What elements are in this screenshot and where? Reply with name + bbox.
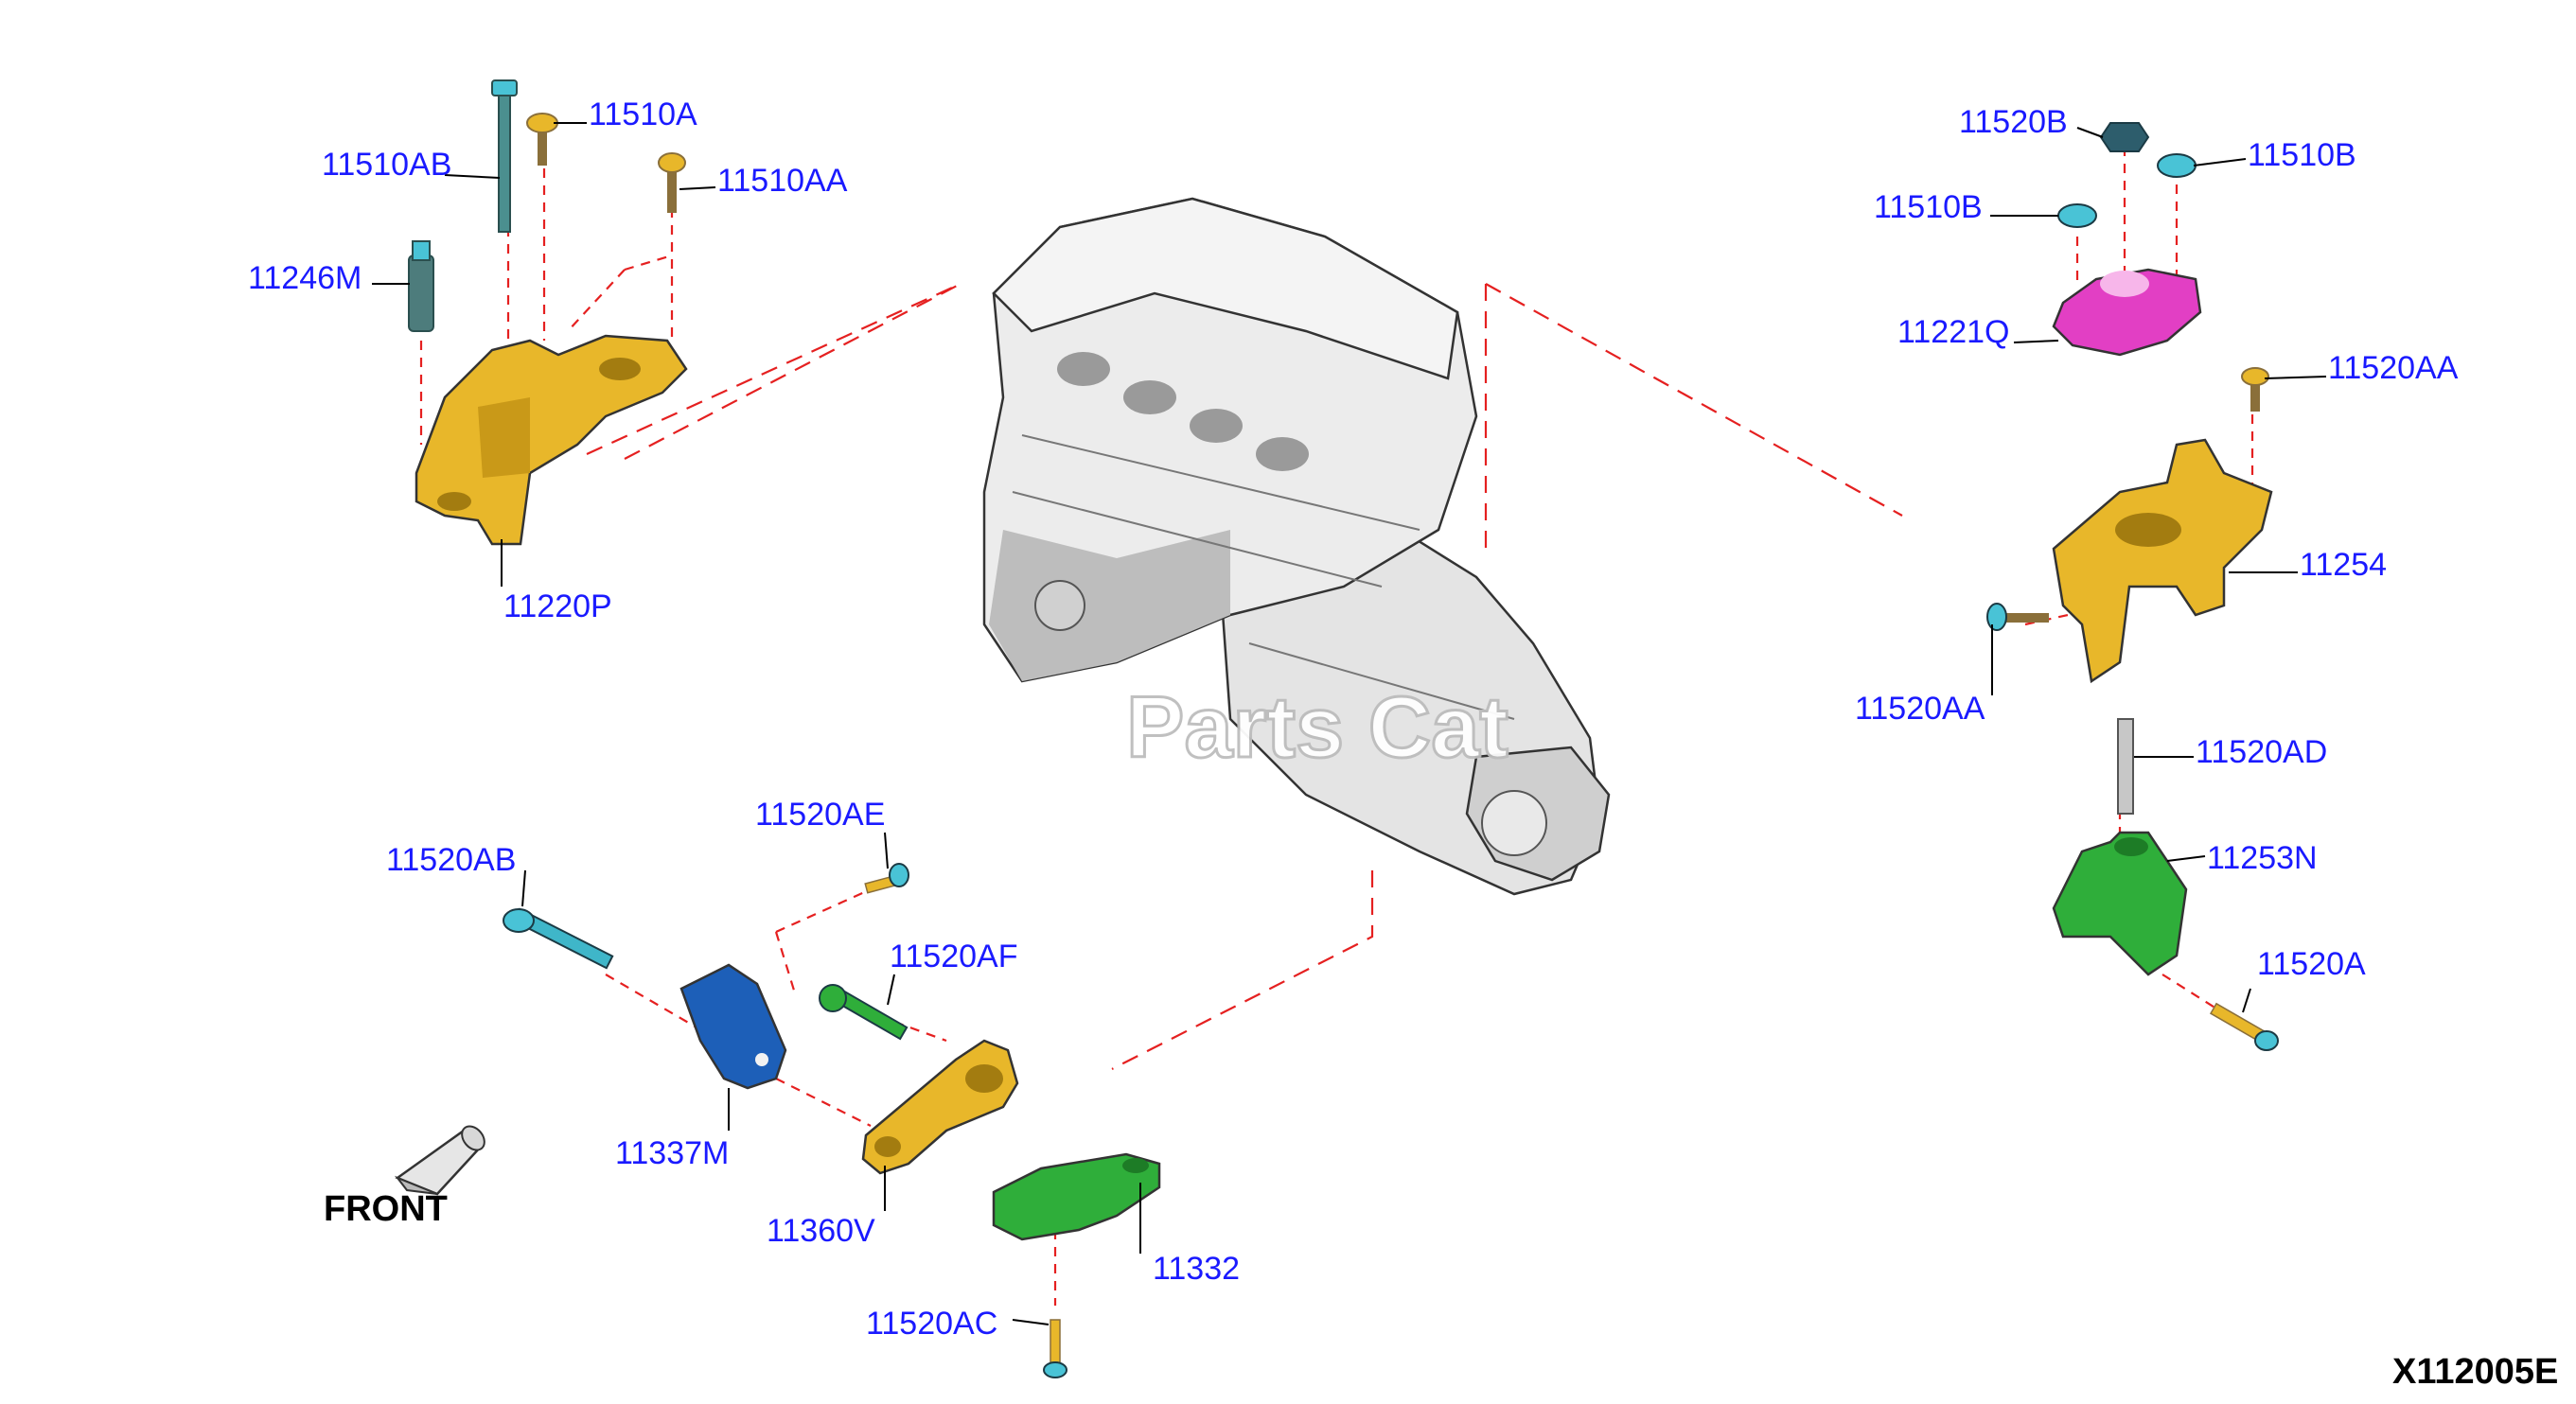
callout-11520A: 11520A <box>2257 946 2366 982</box>
front-arrow-icon <box>394 1125 485 1196</box>
figure-code: X112005E <box>2392 1352 2558 1392</box>
lower-left-mount-group <box>503 863 1161 1378</box>
callout-11253N: 11253N <box>2207 840 2318 876</box>
plate-11332-shape <box>992 1152 1161 1241</box>
bracket-11337M-shape <box>679 963 787 1090</box>
leader-lines <box>372 122 2327 1325</box>
callout-11520AB: 11520AB <box>386 842 516 878</box>
callout-11360V: 11360V <box>767 1213 875 1249</box>
callout-11510AB: 11510AB <box>322 147 451 183</box>
bracket-11254-shape <box>2052 438 2273 684</box>
callout-11254: 11254 <box>2300 547 2387 583</box>
callout-labels: 11510AB 11510A 11510AA 11246M 11220P 115… <box>248 97 2459 1342</box>
watermark: Parts Cat <box>1126 679 1509 776</box>
callout-11332: 11332 <box>1153 1251 1240 1287</box>
engine-assembly <box>982 197 1611 896</box>
right-upper-mount-group <box>1986 122 2279 1051</box>
callout-11510A: 11510A <box>589 97 697 132</box>
callout-11337M: 11337M <box>615 1135 729 1171</box>
front-label: FRONT <box>324 1189 448 1229</box>
mount-bracket-11253N-shape <box>2052 831 2188 976</box>
callout-11520AA-top: 11520AA <box>2328 350 2459 386</box>
callout-11510B-left: 11510B <box>1874 189 1983 225</box>
callout-11520AA-bottom: 11520AA <box>1855 691 1985 727</box>
left-upper-mount-group <box>408 79 688 546</box>
callout-11520AC: 11520AC <box>866 1306 997 1342</box>
callout-11520B: 11520B <box>1959 104 2068 140</box>
callout-11520AE: 11520AE <box>755 797 885 833</box>
callout-11246M: 11246M <box>248 260 362 296</box>
callout-11510AA: 11510AA <box>717 163 848 199</box>
callout-11520AD: 11520AD <box>2196 734 2327 770</box>
callout-11220P: 11220P <box>503 588 612 624</box>
callout-11221Q: 11221Q <box>1897 314 2009 350</box>
engine-mount-11220P-shape <box>415 334 688 546</box>
callout-11510B-right: 11510B <box>2248 137 2356 173</box>
callout-11520AF: 11520AF <box>890 939 1017 974</box>
